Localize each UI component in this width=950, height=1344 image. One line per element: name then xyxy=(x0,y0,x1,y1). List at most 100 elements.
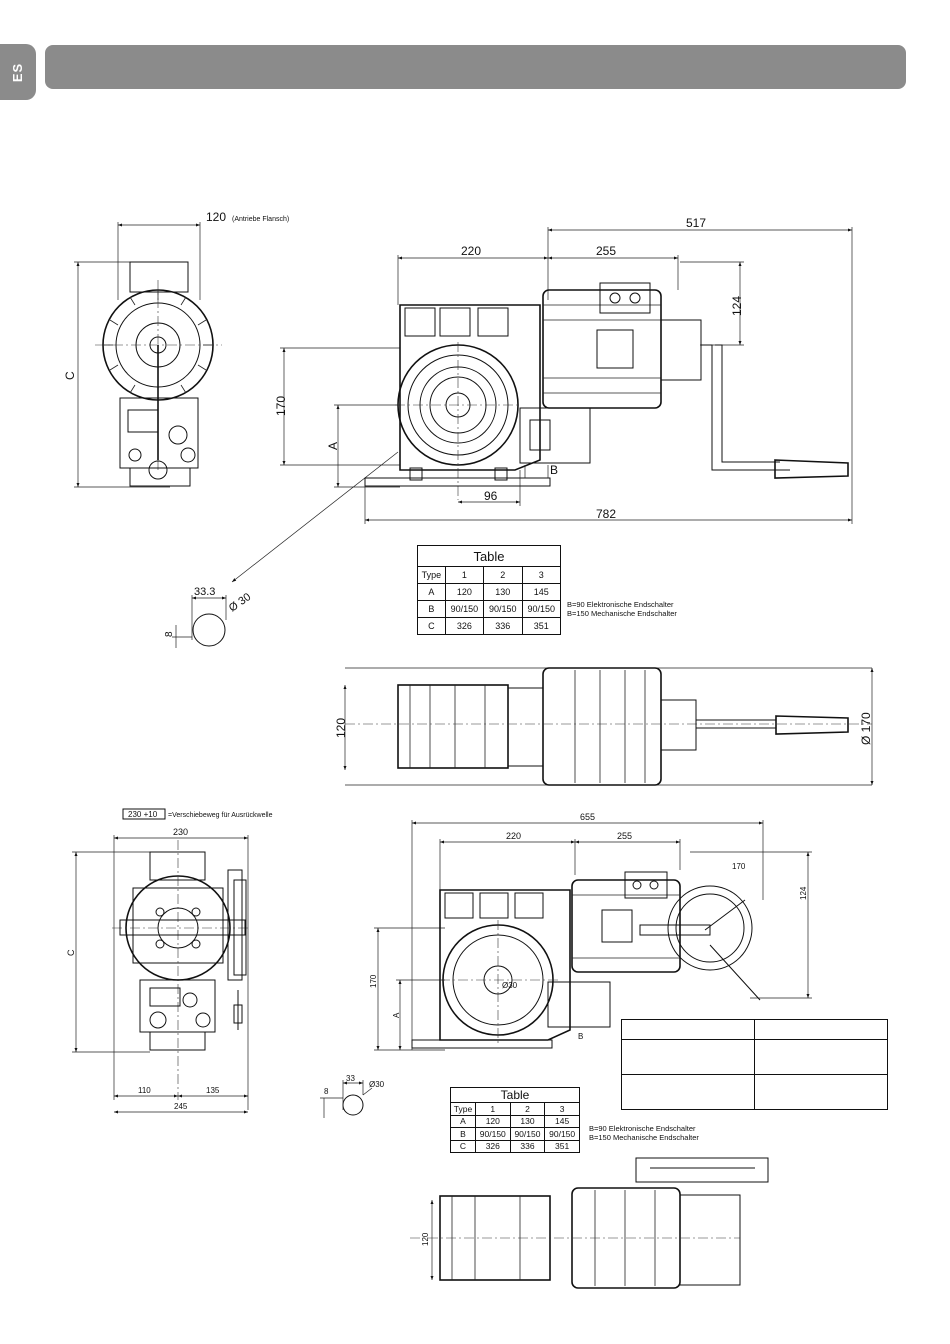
table2: Table Type 1 2 3 A 120 130 145 B 90/150 … xyxy=(450,1087,580,1153)
blank-cell xyxy=(621,1019,755,1040)
table1-note-b90: B=90 Elektronische Endschalter xyxy=(567,600,674,609)
blank-cell xyxy=(754,1074,888,1110)
d2-shaft-dia-small: Ø30 xyxy=(369,1080,385,1089)
d2-side-height: 120 xyxy=(421,1232,430,1246)
d1-flange-dim: 120 xyxy=(206,210,226,224)
table1-row: A 120 130 145 xyxy=(417,583,562,601)
table2-cell: 90/150 xyxy=(474,1127,511,1141)
blank-cell xyxy=(621,1074,755,1110)
d2-dim-170: 170 xyxy=(369,974,378,988)
d2-label-c: C xyxy=(66,949,76,956)
language-tab: ES xyxy=(0,44,36,100)
table2-cell: 145 xyxy=(544,1114,580,1128)
d2-label-a: A xyxy=(392,1012,401,1018)
blank-cell xyxy=(621,1039,755,1075)
table2-row: A 120 130 145 xyxy=(450,1114,580,1128)
d1-dim-220: 220 xyxy=(461,244,481,258)
d1-shaft-diameter: Ø 30 xyxy=(227,591,253,615)
blank-cell xyxy=(754,1019,888,1040)
header-bar xyxy=(45,45,906,89)
d2-dim-110: 110 xyxy=(138,1086,151,1095)
d2-dim-220: 220 xyxy=(506,831,521,841)
table2-cell: B xyxy=(450,1127,476,1141)
d1-dim-255: 255 xyxy=(596,244,616,258)
table2-cell: 326 xyxy=(474,1139,511,1153)
drawing1-top-view: 120 Ø 170 xyxy=(334,667,874,786)
d1-handle-diameter: Ø 170 xyxy=(859,712,873,745)
table2-header-cell: 1 xyxy=(474,1102,511,1116)
d1-dim-517: 517 xyxy=(686,216,706,230)
drawing1-side-view: 517 220 255 124 170 A xyxy=(274,216,853,524)
table1-cell: 120 xyxy=(444,583,485,601)
d2-dim-655: 655 xyxy=(580,812,595,822)
table2-cell: 120 xyxy=(474,1114,511,1128)
drawing1-shaft-detail: 33.3 Ø 30 8 xyxy=(164,451,399,648)
d2-dim-124: 124 xyxy=(799,886,808,900)
table1-cell: C xyxy=(417,617,446,635)
d2-shift-note: =Verschiebeweg für Ausrückwelle xyxy=(168,812,273,819)
d1-shaft-key: 8 xyxy=(164,631,175,637)
d2-dim-245: 245 xyxy=(174,1102,188,1111)
d2-shaft-width: 33 xyxy=(346,1074,355,1083)
table2-cell: 90/150 xyxy=(544,1127,580,1141)
table1-cell: 326 xyxy=(444,617,485,635)
table1-cell: B xyxy=(417,600,446,618)
table2-note-b90: B=90 Elektronische Endschalter xyxy=(589,1124,696,1133)
table1-header-cell: 3 xyxy=(521,566,562,584)
table2-cell: 351 xyxy=(544,1139,580,1153)
drawing1-front-view: 120 (Antriebe Flansch) C xyxy=(63,210,289,488)
table2-cell: 336 xyxy=(509,1139,546,1153)
table1-notes: B=90 Elektronische Endschalter B=150 Mec… xyxy=(567,600,677,618)
table1-cell: 145 xyxy=(521,583,562,601)
table2-note-b150: B=150 Mechanische Endschalter xyxy=(589,1133,699,1142)
d1-dim-782: 782 xyxy=(596,507,616,521)
table1-header-cell: 1 xyxy=(444,566,485,584)
d1-dim-170: 170 xyxy=(274,396,288,416)
table2-notes: B=90 Elektronische Endschalter B=150 Mec… xyxy=(589,1124,699,1142)
table1-cell: 90/150 xyxy=(521,600,562,618)
table1-cell: 351 xyxy=(521,617,562,635)
drawing2-top-view: 120 xyxy=(410,1157,769,1289)
table2-cell: C xyxy=(450,1139,476,1153)
table1-header-cell: 2 xyxy=(483,566,523,584)
d1-dim-124: 124 xyxy=(730,296,744,316)
blank-cell xyxy=(754,1039,888,1075)
table1-cell: 90/150 xyxy=(444,600,485,618)
d1-label-b: B xyxy=(550,463,558,477)
d2-dim-135: 135 xyxy=(206,1086,220,1095)
table1-title: Table xyxy=(417,545,561,567)
d2-shift-dim: 230 +10 xyxy=(128,810,158,819)
table1-cell: 130 xyxy=(483,583,523,601)
drawing2-shaft-detail: 33 Ø30 8 xyxy=(320,1074,385,1118)
d1-shaft-width: 33.3 xyxy=(194,586,215,598)
table1: Table Type 1 2 3 A 120 130 145 B 90/150 … xyxy=(417,545,562,635)
table1-cell: A xyxy=(417,583,446,601)
d1-dim-96: 96 xyxy=(484,489,498,503)
blank-table xyxy=(621,1019,888,1110)
table1-header-cell: Type xyxy=(417,566,446,584)
table1-cell: 90/150 xyxy=(483,600,523,618)
d1-label-a: A xyxy=(326,442,340,450)
table2-cell: 90/150 xyxy=(509,1127,546,1141)
table1-row: C 326 336 351 xyxy=(417,617,562,635)
table1-row: B 90/150 90/150 90/150 xyxy=(417,600,562,618)
table2-header-cell: 2 xyxy=(509,1102,546,1116)
d2-dim-255: 255 xyxy=(617,831,632,841)
table2-row: B 90/150 90/150 90/150 xyxy=(450,1127,580,1141)
drawing2-front-view: 230 +10 =Verschiebeweg für Ausrückwelle … xyxy=(66,808,273,1114)
table1-cell: 336 xyxy=(483,617,523,635)
table1-note-b150: B=150 Mechanische Endschalter xyxy=(567,609,677,618)
d1-label-c: C xyxy=(63,371,77,380)
d2-label-b: B xyxy=(578,1032,583,1041)
table2-title: Table xyxy=(450,1087,580,1103)
d2-dim-230: 230 xyxy=(173,827,188,837)
table2-header-cell: Type xyxy=(450,1102,476,1116)
d2-shaft-key: 8 xyxy=(324,1087,329,1096)
d2-shaft-diameter: Ø30 xyxy=(502,981,518,990)
d1-flange-note: (Antriebe Flansch) xyxy=(232,216,289,223)
table2-cell: 130 xyxy=(509,1114,546,1128)
drawing2-side-view: 655 220 255 170 124 170 A Ø30 B xyxy=(369,812,812,1051)
table2-row: C 326 336 351 xyxy=(450,1139,580,1153)
d2-dim-170-wheel: 170 xyxy=(732,862,746,871)
